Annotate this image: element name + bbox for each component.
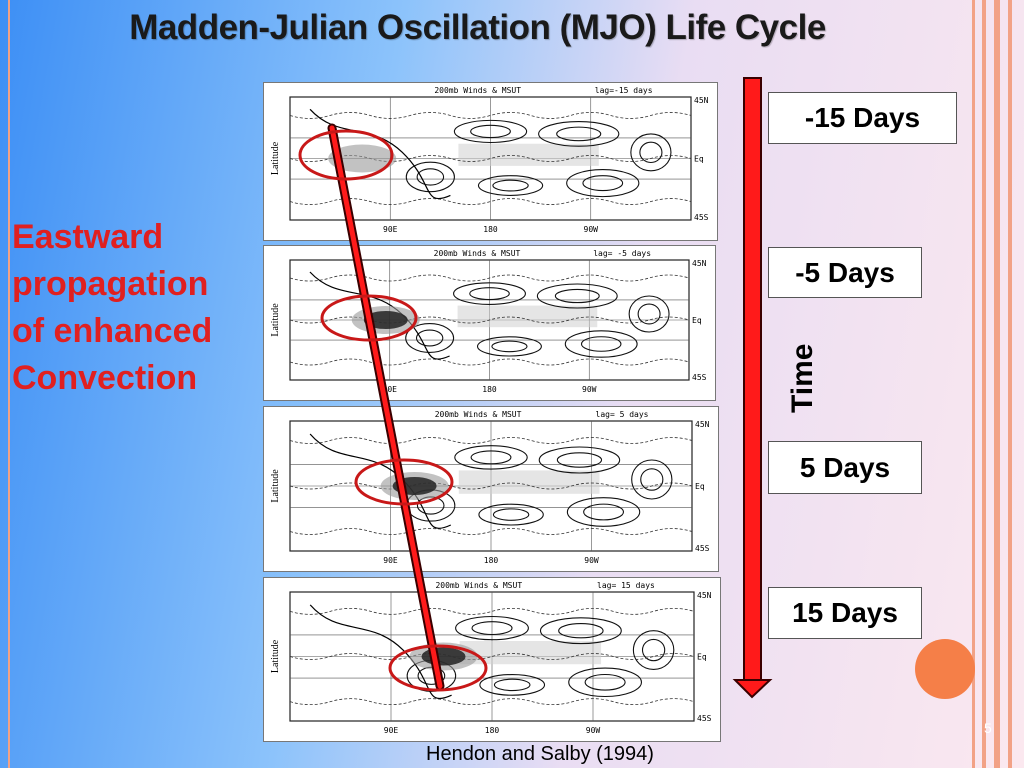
day-box-15: 15 Days xyxy=(768,587,922,639)
msut-anomaly-band xyxy=(457,305,598,328)
lon-tick-label: 90W xyxy=(582,385,597,394)
lat-tick-label: 45S xyxy=(697,714,712,723)
time-arrow xyxy=(732,77,773,699)
lon-tick-label: 180 xyxy=(485,726,500,735)
panel-header: 200mb Winds & MSUT xyxy=(435,581,522,590)
panel-ylabel: Latitude xyxy=(270,469,281,503)
msut-anomaly-band xyxy=(459,641,602,665)
left-border-line xyxy=(8,0,10,768)
right-decorative-stripes xyxy=(972,0,1024,768)
lat-tick-label: 45S xyxy=(692,373,707,382)
panel-lag: lag= 15 days xyxy=(597,581,655,590)
lat-tick-label: Eq xyxy=(692,316,702,325)
lon-tick-label: 180 xyxy=(482,385,497,394)
caption-line-4: Convection xyxy=(12,359,198,397)
lon-tick-label: 90W xyxy=(586,726,601,735)
decorative-circle xyxy=(915,639,975,699)
lon-tick-label: 90E xyxy=(383,556,398,565)
lat-tick-label: 45N xyxy=(694,96,709,105)
lat-tick-label: Eq xyxy=(695,482,705,491)
lon-tick-label: 90W xyxy=(584,556,599,565)
panel-lag: lag= 5 days xyxy=(596,410,649,419)
streamlines xyxy=(289,112,692,205)
msut-anomaly-band xyxy=(458,143,599,166)
panel-ylabel: Latitude xyxy=(270,639,281,673)
slide-title: Madden-Julian Oscillation (MJO) Life Cyc… xyxy=(129,8,826,47)
panel-header: 200mb Winds & MSUT xyxy=(434,249,521,258)
panel-lag: lag=-15 days xyxy=(595,86,653,95)
panel-ylabel: Latitude xyxy=(270,141,281,175)
convection-blob xyxy=(380,472,449,500)
caption-line-3: of enhanced xyxy=(12,312,213,350)
lat-tick-label: 45N xyxy=(695,420,710,429)
propagation-caption: Eastward propagation of enhanced Convect… xyxy=(12,214,262,402)
caption-line-1: Eastward xyxy=(12,218,164,256)
streamlines xyxy=(289,274,690,366)
lon-tick-label: 180 xyxy=(484,556,499,565)
caption-line-2: propagation xyxy=(12,265,209,303)
lon-tick-label: 90E xyxy=(383,225,398,234)
lat-tick-label: 45S xyxy=(694,213,709,222)
convection-blob xyxy=(328,144,397,173)
day-box-minus-5: -5 Days xyxy=(768,247,922,298)
time-axis-label: Time xyxy=(786,343,819,413)
lat-tick-label: 45N xyxy=(697,591,712,600)
page-number: 5 xyxy=(984,720,992,736)
lon-tick-label: 90W xyxy=(584,225,599,234)
lon-tick-label: 90E xyxy=(383,385,398,394)
convection-blob xyxy=(409,642,478,671)
day-box-minus-15: -15 Days xyxy=(768,92,957,144)
lon-tick-label: 180 xyxy=(483,225,498,234)
wind-contours xyxy=(406,445,673,527)
lat-tick-label: Eq xyxy=(697,653,707,662)
lon-tick-label: 90E xyxy=(384,726,399,735)
panel-header: 200mb Winds & MSUT xyxy=(435,410,522,419)
msut-anomaly-band xyxy=(458,470,600,494)
day-box-5: 5 Days xyxy=(768,441,922,494)
lat-tick-label: 45N xyxy=(692,259,707,268)
panel-header: 200mb Winds & MSUT xyxy=(434,86,521,95)
panel-ylabel: Latitude xyxy=(270,303,281,337)
panel-lag: lag= -5 days xyxy=(593,249,651,258)
citation: Hendon and Salby (1994) xyxy=(426,743,654,765)
lat-tick-label: Eq xyxy=(694,155,704,164)
convection-blob xyxy=(351,306,420,334)
lat-tick-label: 45S xyxy=(695,544,710,553)
